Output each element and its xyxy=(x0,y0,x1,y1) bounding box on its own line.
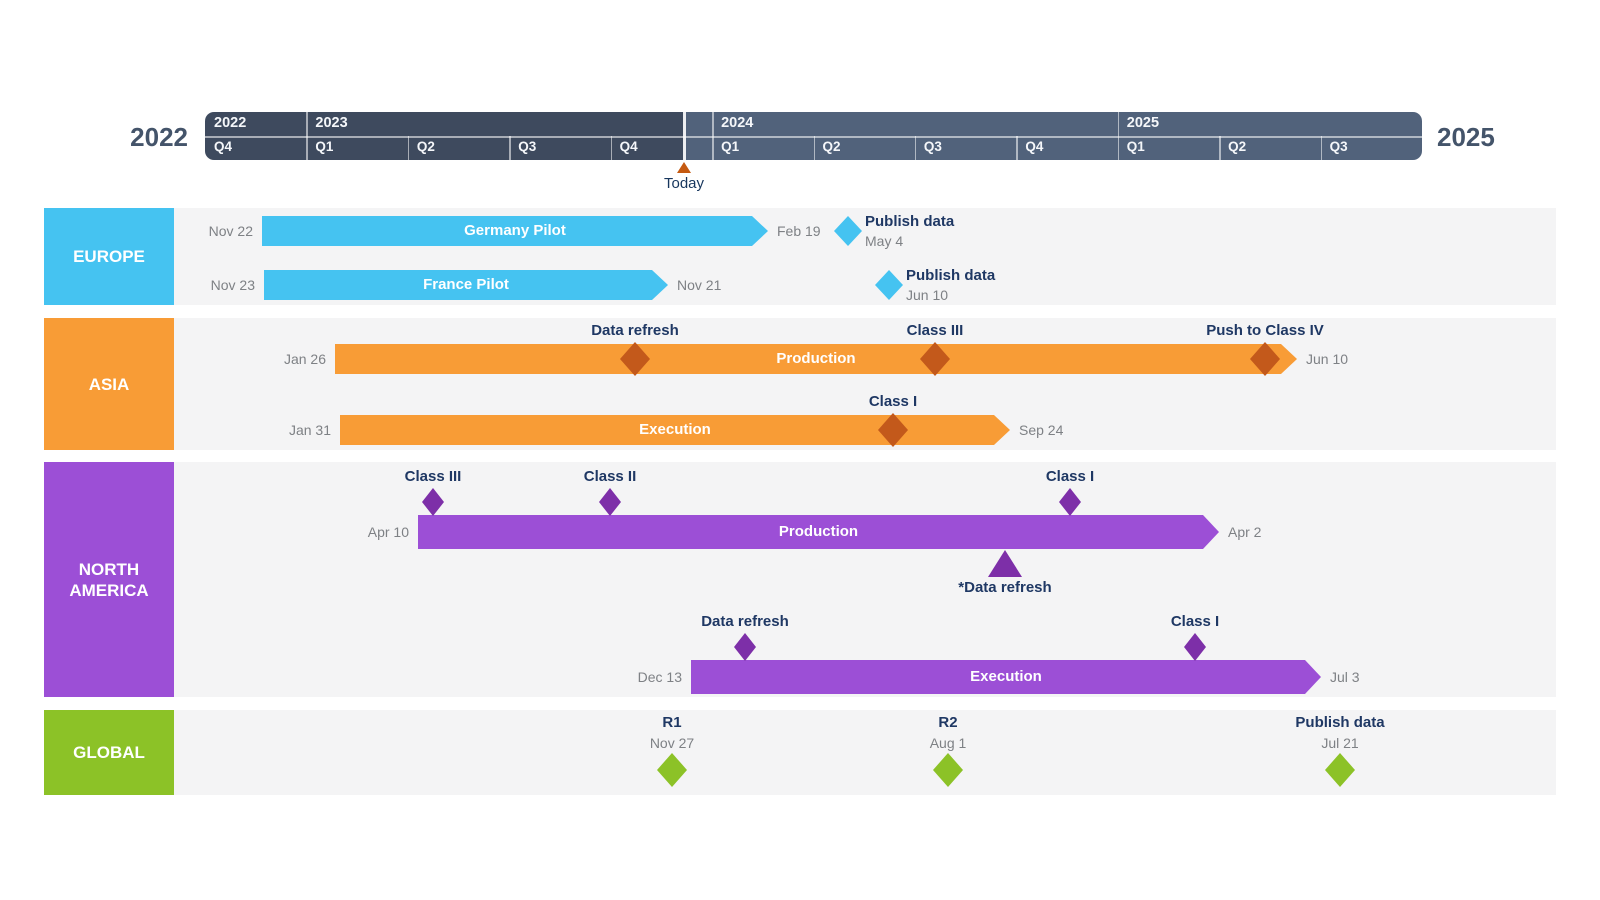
bar-end-date: Jul 3 xyxy=(1330,669,1360,685)
milestone-date: Jul 21 xyxy=(1321,735,1359,751)
quarter-cell-label: Q1 xyxy=(721,139,740,154)
gantt-bar-germany-pilot: Germany Pilot xyxy=(262,216,768,246)
milestone-diamond-icon xyxy=(734,633,756,661)
bar-start-date: Apr 10 xyxy=(367,524,409,540)
year-divider xyxy=(306,112,308,160)
quarter-cell-label: Q2 xyxy=(1228,139,1247,154)
today-break-line xyxy=(683,112,686,160)
year-cell-label: 2022 xyxy=(214,115,247,131)
milestone-label: Class III xyxy=(906,322,964,339)
today-marker-icon xyxy=(677,162,691,173)
quarter-divider xyxy=(610,136,613,160)
milestone-label: Publish data xyxy=(1295,714,1385,731)
year-cell-label: 2025 xyxy=(1126,115,1160,131)
gantt-bar-france-pilot: France Pilot xyxy=(264,270,668,300)
milestone-date: Jun 10 xyxy=(906,287,949,303)
gantt-bar-execution: Execution xyxy=(340,415,1010,445)
year-cell-label: 2024 xyxy=(721,115,754,131)
quarter-divider xyxy=(1320,136,1323,160)
section-block-europe: EUROPE xyxy=(44,208,174,305)
quarter-cell-label: Q4 xyxy=(1025,139,1044,154)
milestone-date: Nov 27 xyxy=(649,735,695,751)
milestone-label: Push to Class IV xyxy=(1206,322,1324,339)
milestone-diamond-icon xyxy=(599,488,621,516)
year-divider xyxy=(712,112,714,160)
quarter-cell-label: Q4 xyxy=(619,139,638,154)
milestone-date: Aug 1 xyxy=(929,735,967,751)
milestone-diamond-icon xyxy=(1059,488,1081,516)
quarter-cell-label: Q3 xyxy=(518,139,537,154)
quarter-divider xyxy=(509,136,511,160)
milestone-label: R2 xyxy=(938,714,958,731)
quarter-cell-label: Q4 xyxy=(214,139,233,154)
bar-start-date: Jan 26 xyxy=(283,351,326,367)
section-block-asia: ASIA xyxy=(44,318,174,450)
bar-start-date: Nov 22 xyxy=(208,223,253,239)
milestone-diamond-icon xyxy=(1184,633,1206,661)
quarter-cell-label: Q2 xyxy=(416,139,435,154)
bar-start-date: Jan 31 xyxy=(288,422,331,438)
quarter-cell-label: Q3 xyxy=(1329,139,1348,154)
milestone-label: Class II xyxy=(583,468,637,485)
bar-end-date: Feb 19 xyxy=(777,223,821,239)
gantt-bar-execution: Execution xyxy=(691,660,1321,694)
bar-end-date: Apr 2 xyxy=(1228,524,1262,540)
milestone-label: Class I xyxy=(1170,613,1220,630)
quarter-divider xyxy=(1219,136,1221,160)
today-label: Today xyxy=(663,175,705,192)
year-divider xyxy=(1117,112,1120,160)
section-block-north-america: NORTH AMERICA xyxy=(44,462,174,697)
quarter-cell-label: Q1 xyxy=(315,139,334,154)
milestone-label: Class I xyxy=(868,393,918,410)
quarter-divider xyxy=(914,136,917,160)
quarter-divider xyxy=(813,136,815,160)
milestone-date: May 4 xyxy=(865,233,904,249)
gantt-bar-production: Production xyxy=(335,344,1297,374)
milestone-label: Class III xyxy=(404,468,462,485)
row-background-global xyxy=(174,710,1556,795)
section-block-global: GLOBAL xyxy=(44,710,174,795)
milestone-label: Data refresh xyxy=(701,613,789,630)
quarter-divider xyxy=(1016,136,1018,160)
milestone-label: *Data refresh xyxy=(958,579,1052,596)
quarter-cell-label: Q3 xyxy=(923,139,942,154)
quarter-divider xyxy=(407,136,410,160)
bar-end-date: Nov 21 xyxy=(677,277,722,293)
milestone-label: Publish data xyxy=(865,213,955,230)
milestone-label: Class I xyxy=(1045,468,1095,485)
gantt-bar-production: Production xyxy=(418,515,1219,549)
quarter-cell-label: Q1 xyxy=(1126,139,1145,154)
milestone-label: Data refresh xyxy=(591,322,679,339)
quarter-cell-label: Q2 xyxy=(822,139,841,154)
axis-right-year-label: 2025 xyxy=(1437,122,1495,152)
milestone-label: R1 xyxy=(662,714,682,731)
bar-end-date: Sep 24 xyxy=(1019,422,1064,438)
axis-left-year-label: 2022 xyxy=(130,122,188,152)
bar-start-date: Dec 13 xyxy=(637,669,682,685)
milestone-label: Publish data xyxy=(906,267,996,284)
row-background-north-america xyxy=(174,462,1556,697)
milestone-diamond-icon xyxy=(422,488,444,516)
bar-end-date: Jun 10 xyxy=(1306,351,1349,367)
year-cell-label: 2023 xyxy=(315,115,348,131)
bar-start-date: Nov 23 xyxy=(210,277,255,293)
